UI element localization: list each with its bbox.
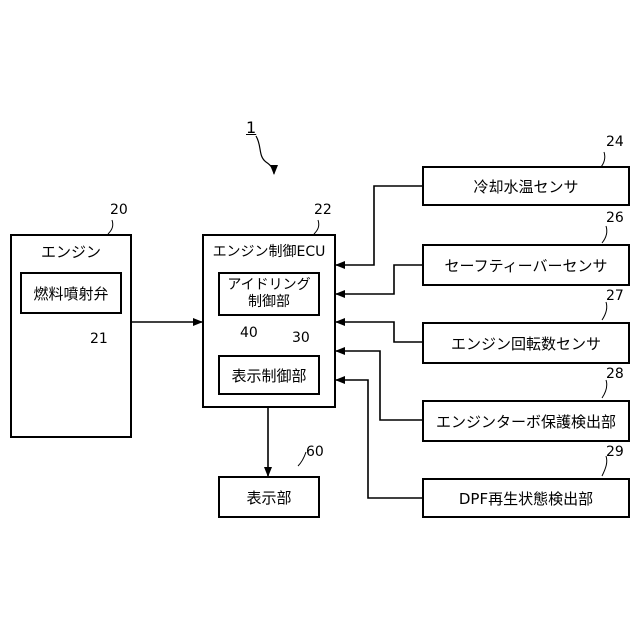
engine-ref: 20 bbox=[110, 202, 128, 218]
ref-27-leader bbox=[602, 302, 607, 320]
idling-control-ref: 30 bbox=[292, 330, 310, 346]
sensor-29-line bbox=[336, 380, 422, 498]
fuel-injector-ref: 21 bbox=[90, 331, 108, 347]
display-control-ref: 40 bbox=[240, 325, 258, 341]
idling-control-box: アイドリング 制御部 bbox=[218, 272, 320, 316]
sensor-ref: 24 bbox=[606, 134, 624, 150]
display-unit-ref: 60 bbox=[306, 444, 324, 460]
sensor-ref: 29 bbox=[606, 444, 624, 460]
sensor-24-line bbox=[336, 186, 422, 265]
sensor-label: DPF再生状態検出部 bbox=[459, 488, 593, 509]
sensor-label: セーフティーバーセンサ bbox=[444, 255, 607, 276]
system-ref: 1 bbox=[246, 120, 256, 136]
display-unit-box: 表示部 bbox=[218, 476, 320, 518]
idling-control-line2: 制御部 bbox=[220, 294, 318, 311]
sensor-engine-rpm-box: エンジン回転数センサ bbox=[422, 322, 630, 364]
sensor-ref: 27 bbox=[606, 288, 624, 304]
ref-26-leader bbox=[602, 226, 607, 243]
sensor-26-line bbox=[336, 265, 422, 294]
display-unit-label: 表示部 bbox=[246, 487, 291, 508]
engine-title: エンジン bbox=[10, 243, 132, 261]
sensor-label: エンジン回転数センサ bbox=[451, 333, 601, 354]
sensor-coolant-temp-box: 冷却水温センサ bbox=[422, 166, 630, 206]
sensor-turbo-protect-box: エンジンターボ保護検出部 bbox=[422, 400, 630, 442]
sensor-27-line bbox=[336, 322, 422, 342]
system-ref-leader bbox=[256, 136, 274, 174]
engine-block bbox=[10, 234, 132, 438]
ecu-title: エンジン制御ECU bbox=[202, 243, 336, 261]
sensor-ref: 28 bbox=[606, 366, 624, 382]
ref-22-leader bbox=[314, 220, 319, 234]
sensor-dpf-regen-box: DPF再生状態検出部 bbox=[422, 478, 630, 518]
ref-28-leader bbox=[602, 380, 607, 398]
sensor-label: 冷却水温センサ bbox=[473, 176, 578, 197]
display-control-box: 表示制御部 bbox=[218, 355, 320, 395]
sensor-28-line bbox=[336, 351, 422, 420]
ref-20-leader bbox=[108, 220, 113, 234]
sensor-safety-bar-box: セーフティーバーセンサ bbox=[422, 244, 630, 286]
sensor-label: エンジンターボ保護検出部 bbox=[436, 411, 616, 432]
fuel-injector-box: 燃料噴射弁 bbox=[20, 272, 122, 314]
fuel-injector-label: 燃料噴射弁 bbox=[33, 283, 108, 304]
idling-control-line1: アイドリング bbox=[220, 277, 318, 294]
ref-60-leader bbox=[298, 452, 306, 466]
display-control-label: 表示制御部 bbox=[231, 365, 306, 386]
sensor-ref: 26 bbox=[606, 210, 624, 226]
ecu-ref: 22 bbox=[314, 202, 332, 218]
